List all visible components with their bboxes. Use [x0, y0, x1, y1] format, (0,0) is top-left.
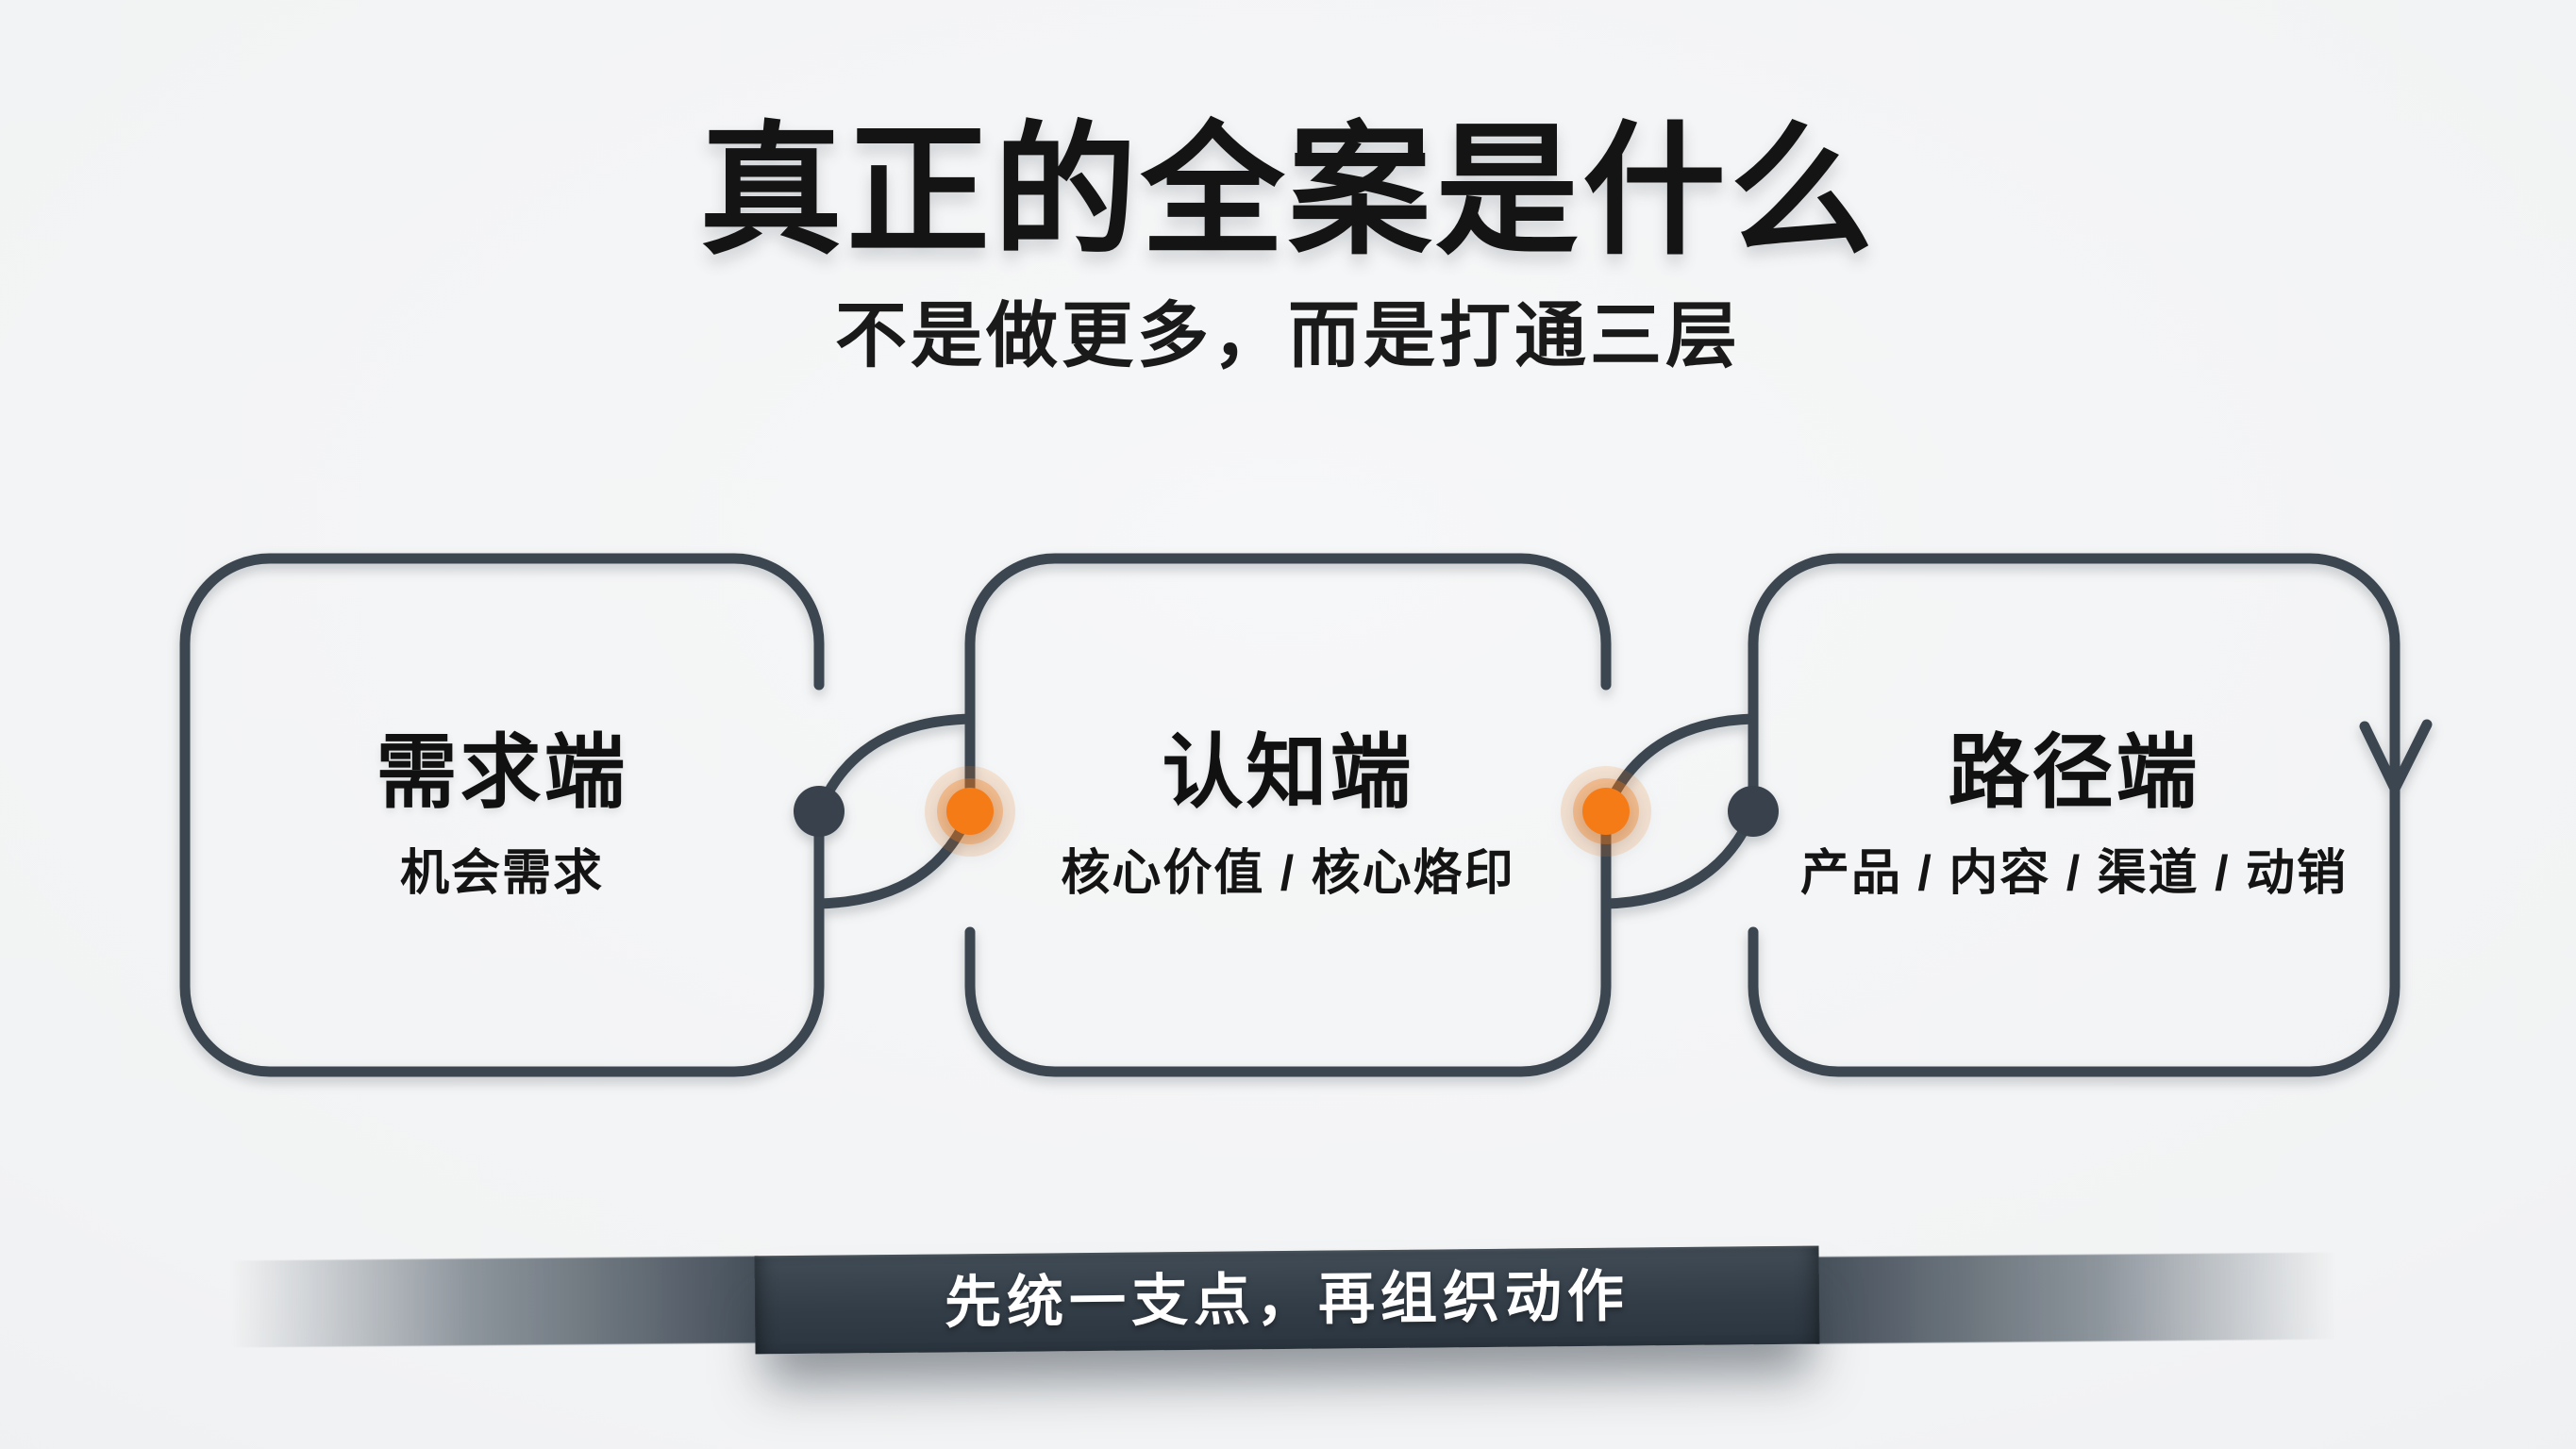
conclusion-banner: 先统一支点，再组织动作 [754, 1245, 1820, 1355]
node-cognition-outline-bottom [964, 809, 1612, 1077]
connector-2-upper-arc [1600, 713, 1759, 817]
node-path-outline [1748, 553, 2400, 1077]
node-title: 需求端 [376, 727, 628, 818]
node-path: 路径端 产品 / 内容 / 渠道 / 动销 [1753, 558, 2395, 1072]
connector-1-lower-arc [813, 806, 976, 909]
connector-2-orange-dot [1561, 766, 1651, 857]
connector-1-upper-arc [813, 713, 976, 817]
node-title: 认知端 [1162, 727, 1414, 818]
node-cognition-outline-top [964, 553, 1612, 817]
node-subtitle: 机会需求 [399, 846, 604, 901]
node-cognition: 认知端 核心价值 / 核心烙印 [970, 558, 1606, 1072]
page-subtitle: 不是做更多，而是打通三层 [835, 295, 1741, 376]
banner-ribbon-left [229, 1256, 760, 1348]
page-title: 真正的全案是什么 [699, 111, 1877, 272]
connector-2-lower-arc [1600, 806, 1759, 909]
node-title: 路径端 [1948, 727, 2200, 818]
node-subtitle: 产品 / 内容 / 渠道 / 动销 [1799, 846, 2349, 901]
node-demand: 需求端 机会需求 [185, 558, 819, 1072]
header: 真正的全案是什么 不是做更多，而是打通三层 [0, 0, 2576, 375]
banner-ribbon-right [1815, 1252, 2337, 1344]
connector-2-dark-dot [1728, 786, 1779, 837]
banner-text: 先统一支点，再组织动作 [944, 1264, 1631, 1335]
node-subtitle: 核心价值 / 核心烙印 [1061, 846, 1515, 901]
connector-1-dark-dot [794, 786, 845, 837]
node-demand-outline [179, 553, 825, 1077]
flow-arrow-icon [2359, 719, 2433, 794]
connector-1-orange-dot [925, 766, 1015, 857]
